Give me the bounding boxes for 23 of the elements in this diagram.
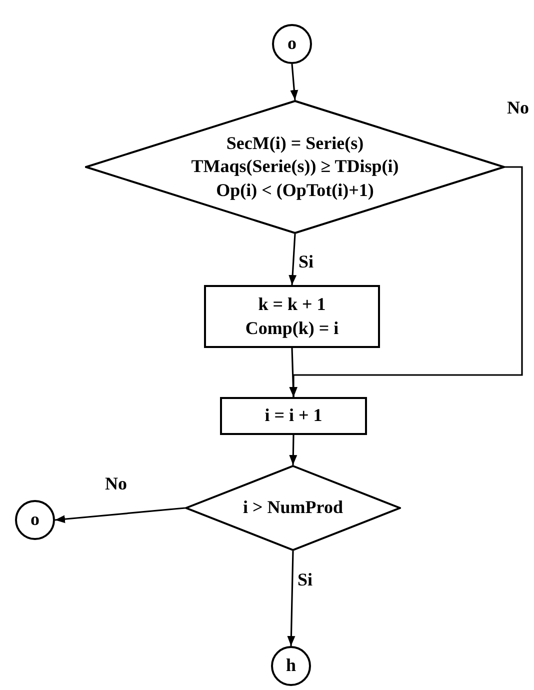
arrow xyxy=(287,550,296,646)
connector-circle xyxy=(15,500,55,540)
process-box xyxy=(204,285,380,348)
node-text: Op(i) < (OpTot(i)+1) xyxy=(216,178,374,202)
decision-diamond xyxy=(85,100,505,234)
node-text: i = i + 1 xyxy=(264,404,322,428)
decision-diamond xyxy=(185,465,401,551)
node-text: h xyxy=(286,654,296,678)
arrow xyxy=(288,234,297,286)
arrow xyxy=(289,348,298,398)
node-text: o xyxy=(30,508,40,532)
node-text: SecM(i) = Serie(s) xyxy=(226,132,364,155)
arrow xyxy=(54,507,186,524)
node-text: TMaqs(Serie(s)) ≥ TDisp(i) xyxy=(191,155,399,178)
connector-circle xyxy=(271,646,311,686)
process-box xyxy=(220,397,367,435)
node-text: i > NumProd xyxy=(243,496,343,520)
node-text: o xyxy=(288,32,296,56)
node-text: k = k + 1 xyxy=(258,293,326,316)
connector-circle xyxy=(272,24,312,64)
arrow xyxy=(290,64,298,100)
node-text: Comp(k) = i xyxy=(245,316,339,340)
arrow xyxy=(289,434,298,466)
